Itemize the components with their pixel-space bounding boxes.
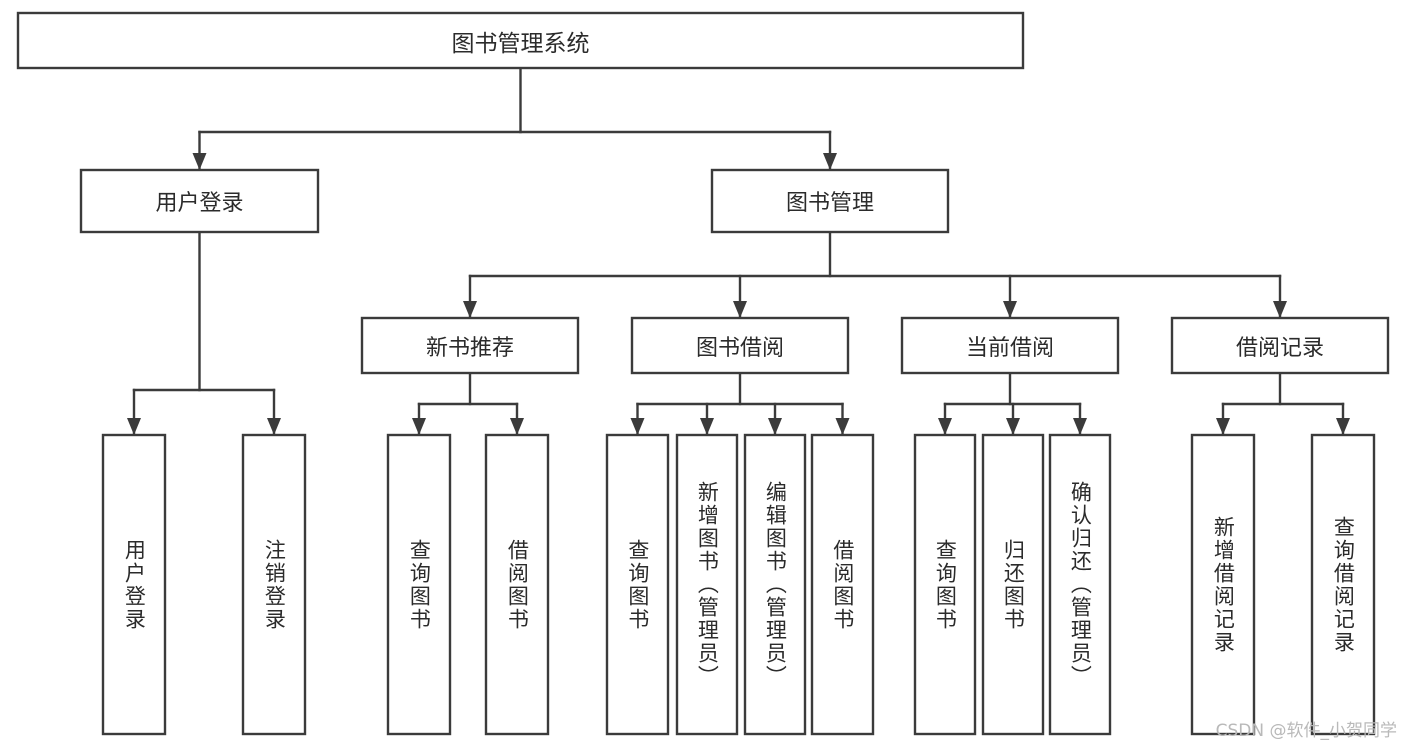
node-box-current-borrow[interactable] xyxy=(900,316,1120,375)
arrow-head-icon xyxy=(510,418,524,435)
watermark-text: CSDN @软件_小贺同学 xyxy=(1215,721,1397,741)
node-box-book-borrow[interactable] xyxy=(630,316,850,375)
node-box-leaf-user-login[interactable] xyxy=(101,433,167,736)
node-box-return-book[interactable] xyxy=(981,433,1045,736)
arrow-head-icon xyxy=(1003,301,1017,318)
node-box-add-book[interactable] xyxy=(675,433,739,736)
arrow-head-icon xyxy=(630,418,645,435)
node-box-book-manage[interactable] xyxy=(710,168,950,234)
node-box-edit-book[interactable] xyxy=(743,433,807,736)
arrow-head-icon xyxy=(768,418,782,435)
arrow-head-icon xyxy=(463,301,477,318)
node-box-q-book-2[interactable] xyxy=(605,433,670,736)
arrow-head-icon xyxy=(1336,418,1350,435)
connector-layer xyxy=(127,66,1350,437)
arrow-head-icon xyxy=(127,418,141,435)
arrow-head-icon xyxy=(733,301,747,318)
node-box-new-book-rec[interactable] xyxy=(360,316,580,375)
arrow-head-icon xyxy=(1073,418,1087,435)
node-box-confirm-return[interactable] xyxy=(1048,433,1112,736)
arrow-head-icon xyxy=(1273,301,1287,318)
arrow-head-icon xyxy=(412,418,426,435)
arrow-head-icon xyxy=(700,418,714,435)
arrow-head-icon xyxy=(823,153,837,170)
arrow-head-icon xyxy=(267,418,281,435)
node-box-layer xyxy=(16,11,1390,736)
node-box-leaf-user-logout[interactable] xyxy=(241,433,307,736)
arrow-head-icon xyxy=(1006,418,1020,435)
arrow-head-icon xyxy=(835,418,850,435)
node-box-root[interactable] xyxy=(16,11,1025,70)
node-box-b-book-1[interactable] xyxy=(484,433,550,736)
node-box-query-record[interactable] xyxy=(1310,433,1376,736)
node-box-user-login[interactable] xyxy=(79,168,320,234)
node-box-q-book-1[interactable] xyxy=(386,433,452,736)
node-box-add-record[interactable] xyxy=(1190,433,1256,736)
node-box-q-book-3[interactable] xyxy=(913,433,977,736)
arrow-head-icon xyxy=(1216,418,1230,435)
arrow-head-icon xyxy=(192,153,207,170)
node-box-b-book-2[interactable] xyxy=(810,433,875,736)
arrow-head-icon xyxy=(938,418,952,435)
node-box-borrow-record[interactable] xyxy=(1170,316,1390,375)
